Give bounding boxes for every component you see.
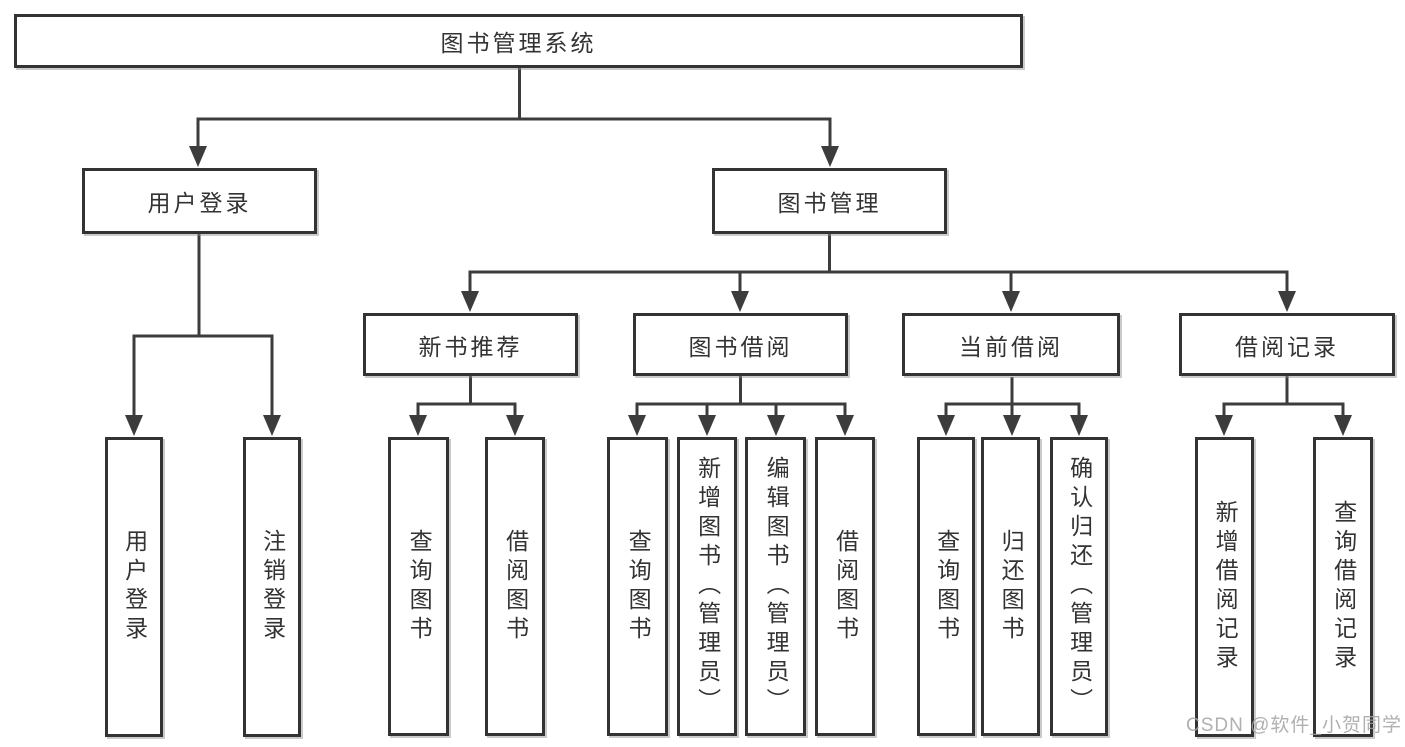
leaf-edit-books-admin-label: 编辑图书（管理员）: [763, 456, 790, 717]
connector-borrow-records: [1222, 376, 1345, 416]
leaf-query-books-borrow: 查询图书: [607, 437, 668, 736]
leaf-query-books-borrow-label: 查询图书: [625, 528, 652, 645]
node-user-login: 用户登录: [82, 168, 317, 234]
leaf-borrow-books-recommend: 借阅图书: [485, 437, 545, 736]
leaf-add-books-admin: 新增图书（管理员）: [677, 437, 737, 736]
csdn-watermark: CSDN @软件_小贺同学: [1186, 715, 1402, 736]
leaf-query-borrow-record: 查询借阅记录: [1313, 437, 1373, 737]
leaf-borrow-books: 借阅图书: [815, 437, 875, 736]
leaf-logout-label: 注销登录: [259, 529, 286, 645]
leaf-add-books-admin-label: 新增图书（管理员）: [694, 456, 721, 717]
node-new-book-recommend-label: 新书推荐: [418, 333, 523, 360]
connector-book-borrow: [635, 376, 847, 416]
leaf-edit-books-admin: 编辑图书（管理员）: [745, 437, 806, 736]
connector-new-book-recommend: [416, 376, 517, 416]
leaf-query-books-current-label: 查询图书: [933, 528, 960, 645]
node-book-management-label: 图书管理: [777, 190, 882, 216]
leaf-return-books-label: 归还图书: [998, 528, 1025, 645]
leaf-user-login-label: 用户登录: [121, 529, 148, 645]
leaf-add-borrow-record: 新增借阅记录: [1195, 437, 1254, 737]
connector-current-borrow: [944, 377, 1081, 416]
leaf-user-login: 用户登录: [105, 437, 163, 737]
connector-book-management: [468, 234, 1289, 293]
leaf-logout: 注销登录: [243, 437, 301, 737]
connector-root: [196, 68, 832, 148]
node-root-label: 图书管理系统: [440, 30, 597, 56]
leaf-query-borrow-record-label: 查询借阅记录: [1330, 500, 1357, 674]
leaf-query-books-current: 查询图书: [917, 437, 975, 736]
node-book-management: 图书管理: [712, 168, 947, 234]
leaf-confirm-return-admin-label: 确认归还（管理员）: [1066, 456, 1093, 717]
node-current-borrow: 当前借阅: [902, 313, 1120, 376]
node-borrow-records: 借阅记录: [1179, 313, 1395, 376]
leaf-query-books-recommend-label: 查询图书: [406, 528, 433, 645]
node-current-borrow-label: 当前借阅: [959, 333, 1063, 360]
node-borrow-records-label: 借阅记录: [1235, 333, 1339, 360]
node-root: 图书管理系统: [14, 14, 1023, 68]
arrowheads: [125, 146, 1352, 436]
connector-user-login: [132, 234, 274, 416]
node-user-login-label: 用户登录: [147, 190, 252, 216]
leaf-add-borrow-record-label: 新增借阅记录: [1212, 500, 1239, 674]
node-book-borrow: 图书借阅: [633, 313, 848, 376]
leaf-return-books: 归还图书: [981, 437, 1040, 736]
leaf-borrow-books-recommend-label: 借阅图书: [502, 528, 529, 645]
leaf-query-books-recommend: 查询图书: [388, 437, 449, 736]
node-new-book-recommend: 新书推荐: [363, 313, 578, 376]
leaf-confirm-return-admin: 确认归还（管理员）: [1050, 437, 1108, 736]
node-book-borrow-label: 图书借阅: [688, 333, 793, 360]
leaf-borrow-books-label: 借阅图书: [832, 528, 859, 645]
